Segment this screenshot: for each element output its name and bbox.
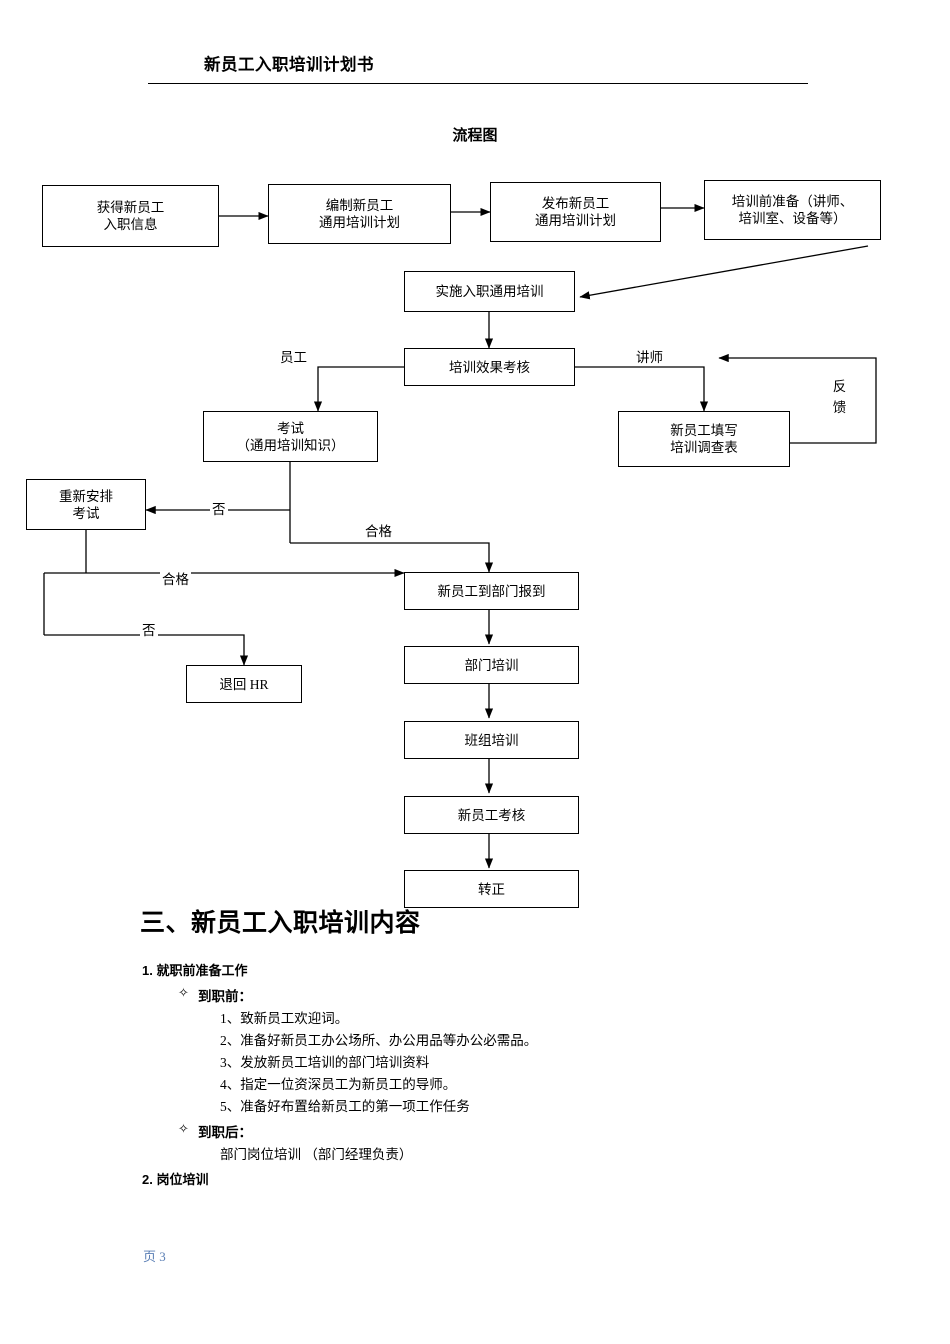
diamond-bullet-icon: ✧ <box>178 1121 189 1136</box>
subsection-before-title: ✧ 到职前： <box>140 985 840 1005</box>
flow-node-label: 班组培训 <box>464 732 519 748</box>
edge-label-trainer: 讲师 <box>634 350 665 366</box>
page-number-footer: 页 3 <box>143 1249 166 1264</box>
flow-node-label: 部门培训 <box>464 657 519 673</box>
edge-label-retake-pass: 合格 <box>160 572 191 588</box>
header-divider <box>148 83 808 84</box>
flow-node-label: 培训效果考核 <box>449 359 530 375</box>
flow-node-label: 重新安排 考试 <box>59 488 113 521</box>
list-item-2-title: 2. 岗位培训 <box>142 1172 209 1187</box>
subsection-after-note: 部门岗位培训 （部门经理负责） <box>220 1147 413 1162</box>
flow-node-training-assessment: 培训效果考核 <box>404 348 575 386</box>
edge-label-exam-fail: 否 <box>210 502 228 518</box>
flow-node-label: 发布新员工 通用培训计划 <box>535 196 616 228</box>
document-header: 新员工入职培训计划书 <box>148 52 808 92</box>
flow-node-team-training: 班组培训 <box>404 721 579 759</box>
list-item: 2、准备好新员工办公场所、办公用品等办公必需品。 <box>220 1033 538 1048</box>
list-item: 5、准备好布置给新员工的第一项工作任务 <box>220 1099 470 1114</box>
list-item: 1、致新员工欢迎词。 <box>220 1011 349 1026</box>
flow-node-label: 获得新员工 入职信息 <box>96 200 165 232</box>
list-item: 4、指定一位资深员工为新员工的导师。 <box>220 1077 457 1092</box>
flow-node-label: 新员工到部门报到 <box>437 583 546 599</box>
flow-node-implement-training: 实施入职通用培训 <box>404 271 575 312</box>
flow-node-draft-plan: 编制新员工 通用培训计划 <box>268 184 451 244</box>
flow-node-exam: 考试 （通用培训知识） <box>203 411 378 462</box>
flow-node-label: 培训前准备（讲师、 培训室、设备等） <box>731 194 854 226</box>
flow-node-survey-form: 新员工填写 培训调查表 <box>618 411 790 467</box>
flow-node-label: 编制新员工 通用培训计划 <box>319 198 400 230</box>
flow-node-label: 退回 HR <box>219 676 269 692</box>
flow-node-report-to-department: 新员工到部门报到 <box>404 572 579 610</box>
section-content: 1. 就职前准备工作 ✧ 到职前： 1、致新员工欢迎词。 2、准备好新员工办公场… <box>140 960 840 1188</box>
flow-node-label: 考试 （通用培训知识） <box>236 420 345 453</box>
flow-node-publish-plan: 发布新员工 通用培训计划 <box>490 182 661 242</box>
flowchart: 获得新员工 入职信息 编制新员工 通用培训计划 发布新员工 通用培训计划 培训前… <box>26 180 881 908</box>
subsection-after-title: ✧ 到职后： <box>140 1121 840 1141</box>
flow-node-obtain-info: 获得新员工 入职信息 <box>42 185 219 247</box>
list-item: 3、发放新员工培训的部门培训资料 <box>220 1055 430 1070</box>
flow-node-pre-training-prep: 培训前准备（讲师、 培训室、设备等） <box>704 180 881 240</box>
edge-label-exam-pass: 合格 <box>363 524 394 540</box>
edge-label-feedback: 反 馈 <box>832 379 847 415</box>
flowchart-title: 流程图 <box>452 127 498 144</box>
diamond-bullet-icon: ✧ <box>178 985 189 1000</box>
flow-node-label: 新员工考核 <box>457 807 526 823</box>
document-title: 新员工入职培训计划书 <box>204 56 374 74</box>
flow-node-label: 转正 <box>478 881 505 897</box>
subsection-label: 到职前： <box>198 989 252 1004</box>
edge-label-retake-fail: 否 <box>140 623 158 639</box>
flowchart-connectors <box>43 203 877 869</box>
edge-label-employee: 员工 <box>278 350 309 366</box>
flow-node-label: 新员工填写 培训调查表 <box>670 423 738 455</box>
flow-node-department-training: 部门培训 <box>404 646 579 684</box>
flow-node-label: 实施入职通用培训 <box>435 284 544 299</box>
flow-node-return-hr: 退回 HR <box>186 665 302 703</box>
flow-node-new-employee-assessment: 新员工考核 <box>404 796 579 834</box>
list-item-1-title: 1. 就职前准备工作 <box>142 963 248 978</box>
section-heading: 三、新员工入职培训内容 <box>140 909 421 937</box>
subsection-label: 到职后： <box>198 1125 252 1140</box>
flow-node-confirm-regular: 转正 <box>404 870 579 908</box>
flow-node-reschedule-exam: 重新安排 考试 <box>26 479 146 530</box>
